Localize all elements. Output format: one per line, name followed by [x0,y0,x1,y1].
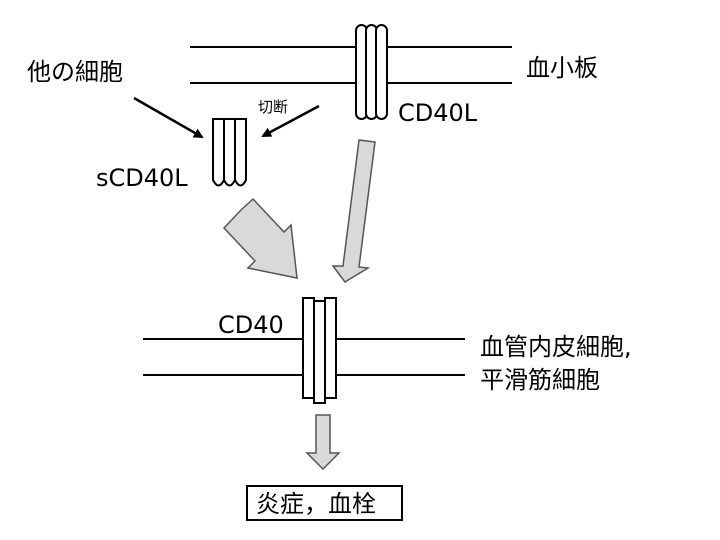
cd40l-label: CD40L [398,99,478,127]
arrow-scd40l-to-cd40 [222,197,298,279]
arrow-other-cells-to-scd40l [133,96,204,139]
scd40l-trimer [212,118,247,187]
cd40-label: CD40 [218,311,284,339]
outcome-box [246,485,403,521]
cd40l-trimer [355,24,388,120]
target-cells-label-line1: 血管内皮細胞, [480,333,632,361]
platelet-label: 血小板 [526,54,598,82]
arrow-cd40-to-outcome [305,414,341,471]
arrow-cd40l-to-cd40 [331,139,376,283]
other-cells-label: 他の細胞 [27,58,123,86]
cd40-receptor [302,297,337,404]
arrow-cleavage-to-scd40l [261,104,320,138]
scd40l-label: sCD40L [96,164,188,192]
outcome-label: 炎症，血栓 [256,490,376,518]
target-cells-label-line2: 平滑筋細胞 [480,366,600,394]
platelet-membrane [190,46,512,84]
cleavage-label: 切断 [258,98,288,116]
